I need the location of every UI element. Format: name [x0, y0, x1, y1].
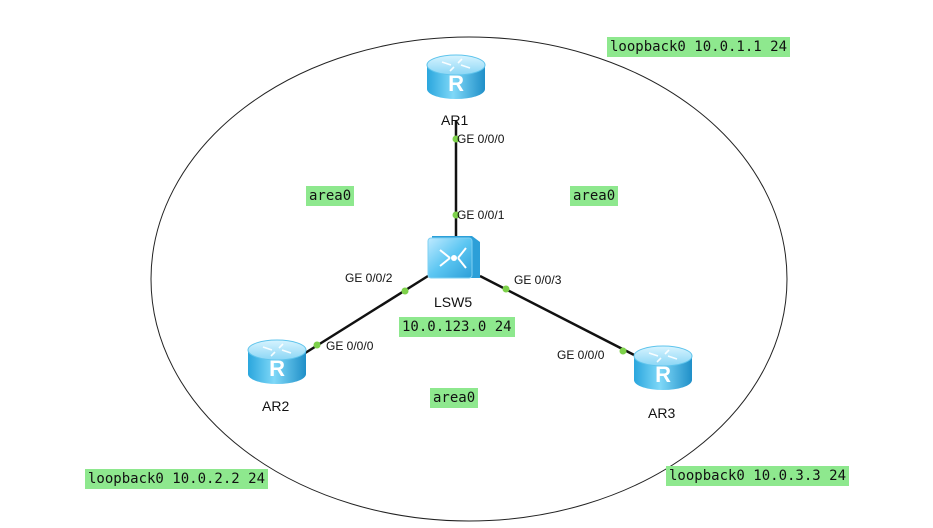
device-label-ar2: AR2: [262, 398, 290, 414]
router-icon-ar1[interactable]: [426, 54, 486, 100]
router-icon-ar3[interactable]: [633, 345, 693, 391]
port-dot-lsw5-ge001: [452, 211, 460, 219]
device-label-lsw5: LSW5: [434, 294, 473, 310]
subnet-label: 10.0.123.0 24: [399, 317, 515, 337]
port-label-lsw5-ge003: GE 0/0/3: [514, 273, 562, 287]
port-dot-lsw5-ge003: [502, 285, 510, 293]
area-label-bottom: area0: [430, 388, 479, 408]
port-dot-ar2-ge000: [313, 341, 321, 349]
port-label-ar2-ge000: GE 0/0/0: [326, 339, 374, 353]
loopback-label-ar2: loopback0 10.0.2.2 24: [85, 469, 269, 489]
port-label-lsw5-ge001: GE 0/0/1: [457, 208, 505, 222]
switch-icon-lsw5[interactable]: [427, 236, 480, 279]
port-label-lsw5-ge002: GE 0/0/2: [345, 271, 393, 285]
loopback-label-ar1: loopback0 10.0.1.1 24: [607, 37, 791, 57]
device-label-ar1: AR1: [441, 112, 469, 128]
area-label-left: area0: [306, 186, 355, 206]
router-icon-ar2[interactable]: [247, 339, 307, 385]
port-dot-ar1-ge000: [452, 135, 460, 143]
port-label-ar3-ge000: GE 0/0/0: [557, 348, 605, 362]
port-dot-lsw5-ge002: [401, 287, 409, 295]
loopback-label-ar3: loopback0 10.0.3.3 24: [666, 466, 850, 486]
port-label-ar1-ge000: GE 0/0/0: [457, 132, 505, 146]
port-dot-ar3-ge000: [619, 347, 627, 355]
area-label-right: area0: [570, 186, 619, 206]
device-label-ar3: AR3: [648, 405, 676, 421]
ospf-area-boundary: [150, 36, 788, 522]
